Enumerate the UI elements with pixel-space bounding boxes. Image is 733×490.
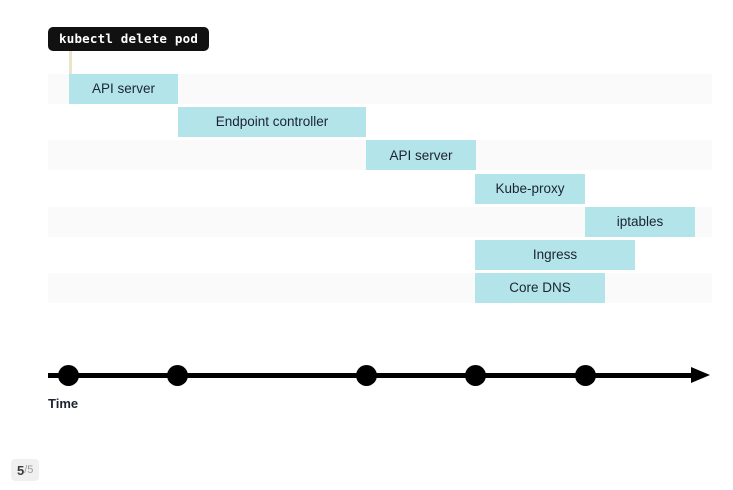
time-axis-dot[interactable] [166, 365, 188, 386]
time-axis-dot[interactable] [57, 365, 79, 386]
timeline-row: API server [48, 140, 712, 171]
axis-arrow-icon [691, 367, 710, 383]
timeline-bar[interactable]: Ingress [475, 240, 635, 270]
command-callout: kubectl delete pod [48, 27, 210, 51]
timeline-bar[interactable]: Kube-proxy [475, 173, 585, 204]
command-connector-line [69, 51, 72, 76]
timeline-bar-label: Kube-proxy [495, 180, 565, 196]
page-indicator[interactable]: 5/5 [11, 459, 40, 481]
timeline-bar-label: Ingress [532, 247, 578, 263]
time-axis: Time [0, 346, 733, 416]
time-axis-label: Time [48, 396, 79, 411]
timeline-bar[interactable]: Endpoint controller [178, 107, 366, 138]
time-axis-dot[interactable] [355, 365, 377, 386]
time-axis-dot[interactable] [464, 365, 486, 386]
timeline-row: Kube-proxy [48, 173, 712, 204]
timeline-bar-label: iptables [616, 214, 664, 230]
timeline-row: Core DNS [48, 273, 712, 304]
page-total-number: /5 [24, 463, 34, 476]
timeline-bar[interactable]: iptables [585, 206, 695, 237]
timeline-row: Endpoint controller [48, 107, 712, 138]
timeline-bar[interactable]: API server [366, 140, 476, 171]
timeline-row: Ingress [48, 240, 712, 270]
timeline-row: iptables [48, 206, 712, 237]
timeline-bar[interactable]: API server [69, 74, 178, 104]
timeline-bar-label: Core DNS [509, 280, 571, 296]
time-axis-dot[interactable] [574, 365, 596, 386]
timeline-bar-label: API server [91, 81, 156, 97]
timeline-row: API server [48, 74, 712, 104]
timeline-bar-label: Endpoint controller [215, 114, 329, 130]
page-current-number: 5 [17, 462, 25, 478]
command-text: kubectl delete pod [59, 30, 199, 46]
timeline-bar-label: API server [389, 147, 453, 163]
timeline-bar[interactable]: Core DNS [475, 273, 605, 304]
